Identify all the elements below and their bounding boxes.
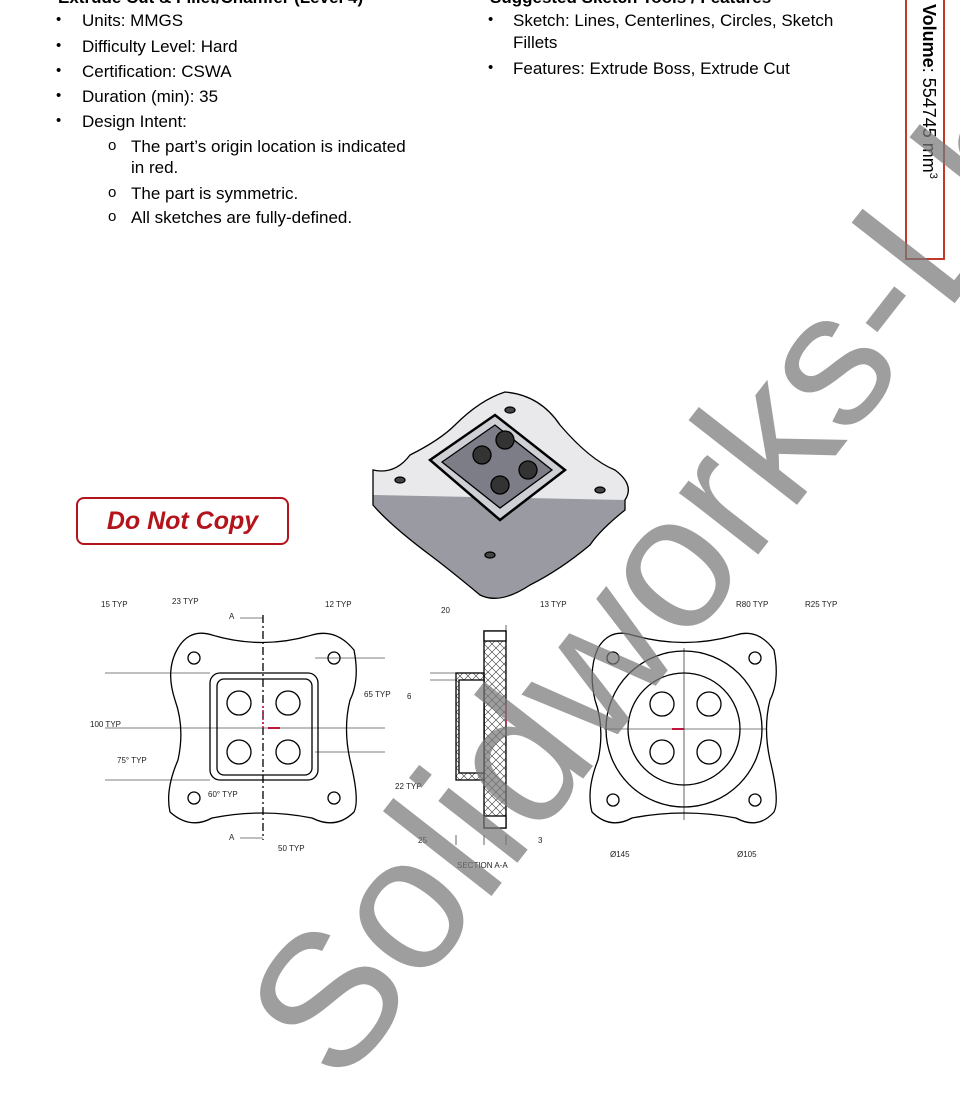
dim-15-typ: 15 TYP [101,600,128,609]
side-view: 13 TYP R80 TYP R25 TYP Ø145 Ø105 [540,600,837,859]
dim-75-typ: 75° TYP [117,756,147,765]
list-item: Design Intent: [82,112,187,131]
section-marker-a: A [229,612,235,621]
sub-item: in red. [131,158,179,177]
front-view: 15 TYP 23 TYP 12 TYP 65 TYP 100 TYP 75° … [90,597,422,853]
dim-20: 20 [441,606,450,615]
do-not-copy-stamp: Do Not Copy [76,497,289,545]
sub-item: The part is symmetric. [131,184,299,203]
dim-12-typ: 12 TYP [325,600,352,609]
section-marker-a: A [229,833,235,842]
left-heading: Extrude Cut & Fillet/Chamfer (Level 4) [58,0,363,8]
list-item: Duration (min): 35 [82,87,219,106]
dim-6: 6 [407,692,412,701]
list-item: Certification: CSWA [82,62,232,81]
dim-dia-105: Ø105 [737,850,757,859]
sub-item: The part’s origin location is indicated [131,137,406,156]
dim-22-typ: 22 TYP [395,782,422,791]
sub-item: All sketches are fully-defined. [131,208,353,227]
volume-box: Volume: 554745 mm3 [905,0,945,260]
dim-dia-145: Ø145 [610,850,630,859]
list-item: Sketch: Lines, Centerlines, Circles, Ske… [513,11,834,30]
dim-25: 25 [418,836,427,845]
right-heading: Suggested Sketch Tools / Features [490,0,771,8]
dim-50-typ: 50 TYP [278,844,305,853]
section-title: SECTION A-A [457,861,508,870]
dim-13-typ: 13 TYP [540,600,567,609]
list-item: Features: Extrude Boss, Extrude Cut [513,59,790,78]
engineering-drawing: 15 TYP 23 TYP 12 TYP 65 TYP 100 TYP 75° … [90,391,837,870]
dim-65-typ: 65 TYP [364,690,391,699]
isometric-part-view [372,391,629,599]
dim-r25-typ: R25 TYP [805,600,837,609]
list-item: Fillets [513,33,558,52]
dim-60-typ: 60° TYP [208,790,238,799]
list-item: Units: MMGS [82,11,184,30]
dim-100-typ: 100 TYP [90,720,121,729]
list-item: Difficulty Level: Hard [82,37,238,56]
dim-3: 3 [538,836,543,845]
dim-r80-typ: R80 TYP [736,600,768,609]
dim-23-typ: 23 TYP [172,597,199,606]
section-view: 20 6 25 3 SECTION A-A [407,606,543,870]
